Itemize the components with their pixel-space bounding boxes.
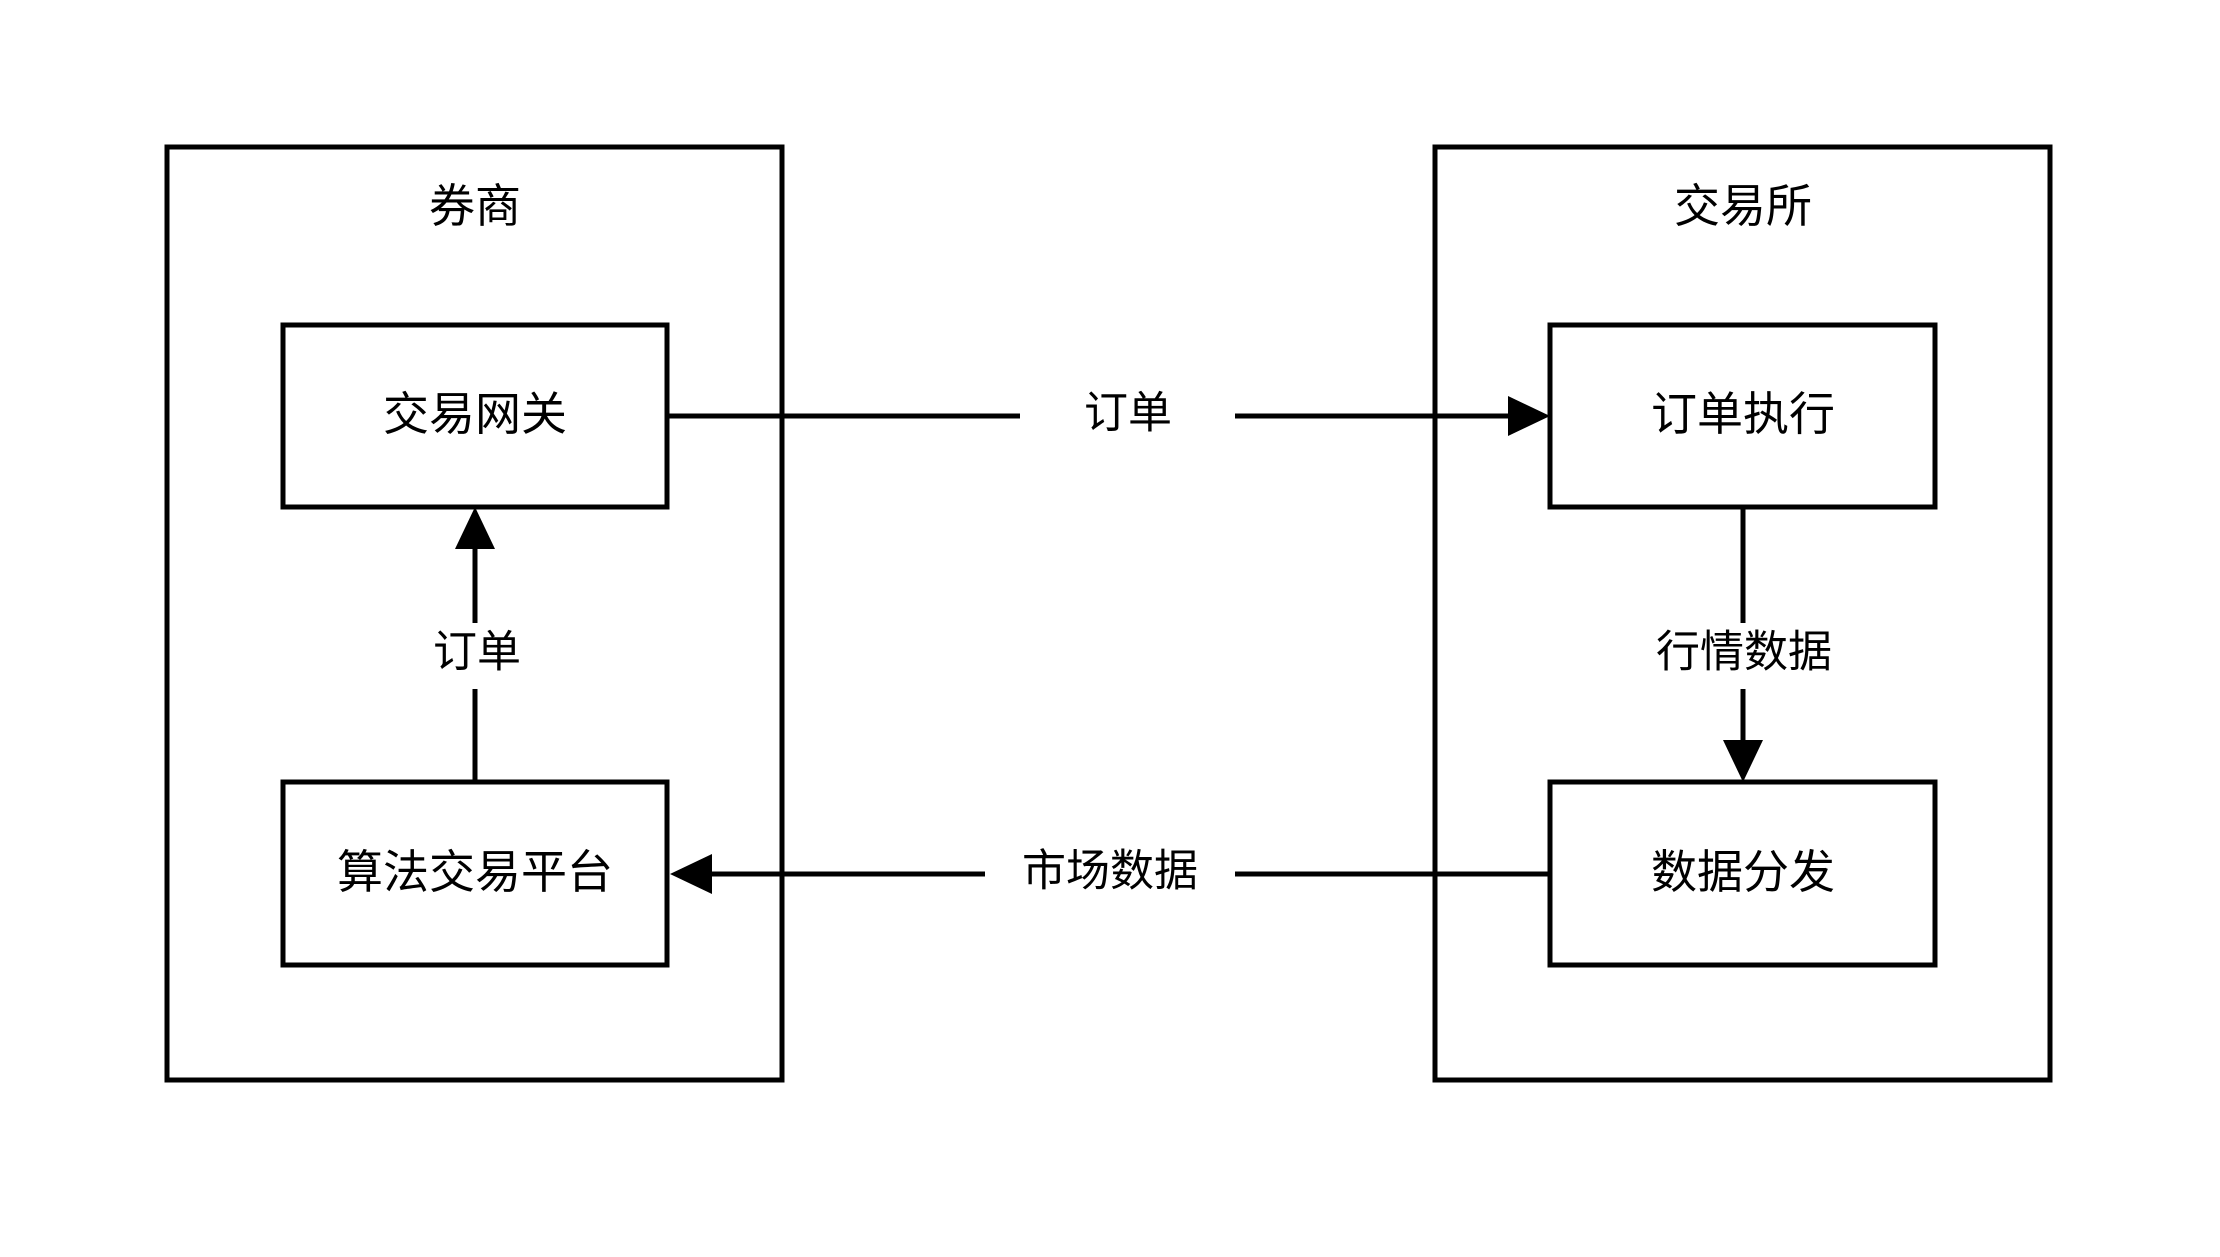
node-box-order-execution[interactable] xyxy=(1547,322,1938,510)
group-title-broker: 券商 xyxy=(429,180,521,232)
arrow-head-execution-to-distribution xyxy=(1723,740,1763,782)
arrow-head-gateway-to-execution xyxy=(1508,396,1550,436)
arrow-head-platform-to-gateway xyxy=(455,507,495,549)
group-title-exchange: 交易所 xyxy=(1674,180,1812,232)
edge-label-execution-to-distribution: 行情数据 xyxy=(1656,628,1832,677)
node-box-data-distribution[interactable] xyxy=(1547,779,1938,968)
node-label-order-execution: 订单执行 xyxy=(1651,388,1835,440)
edge-label-platform-to-gateway: 订单 xyxy=(433,628,521,677)
edge-label-bg-market-data xyxy=(985,842,1235,906)
node-label-data-distribution: 数据分发 xyxy=(1651,846,1835,898)
arrow-head-distribution-to-platform xyxy=(670,854,712,894)
edge-label-distribution-to-platform: 市场数据 xyxy=(1022,847,1198,896)
node-box-algo-trading-platform[interactable] xyxy=(280,779,670,968)
node-label-algo-trading-platform: 算法交易平台 xyxy=(337,846,613,898)
edge-label-bg-order-left xyxy=(370,623,585,689)
node-box-trading-gateway[interactable] xyxy=(280,322,670,510)
node-label-trading-gateway: 交易网关 xyxy=(383,388,567,440)
edge-label-gateway-to-execution: 订单 xyxy=(1084,389,1172,438)
edge-label-bg-order-top xyxy=(1020,385,1235,447)
edge-label-bg-quote-data xyxy=(1615,623,1873,689)
